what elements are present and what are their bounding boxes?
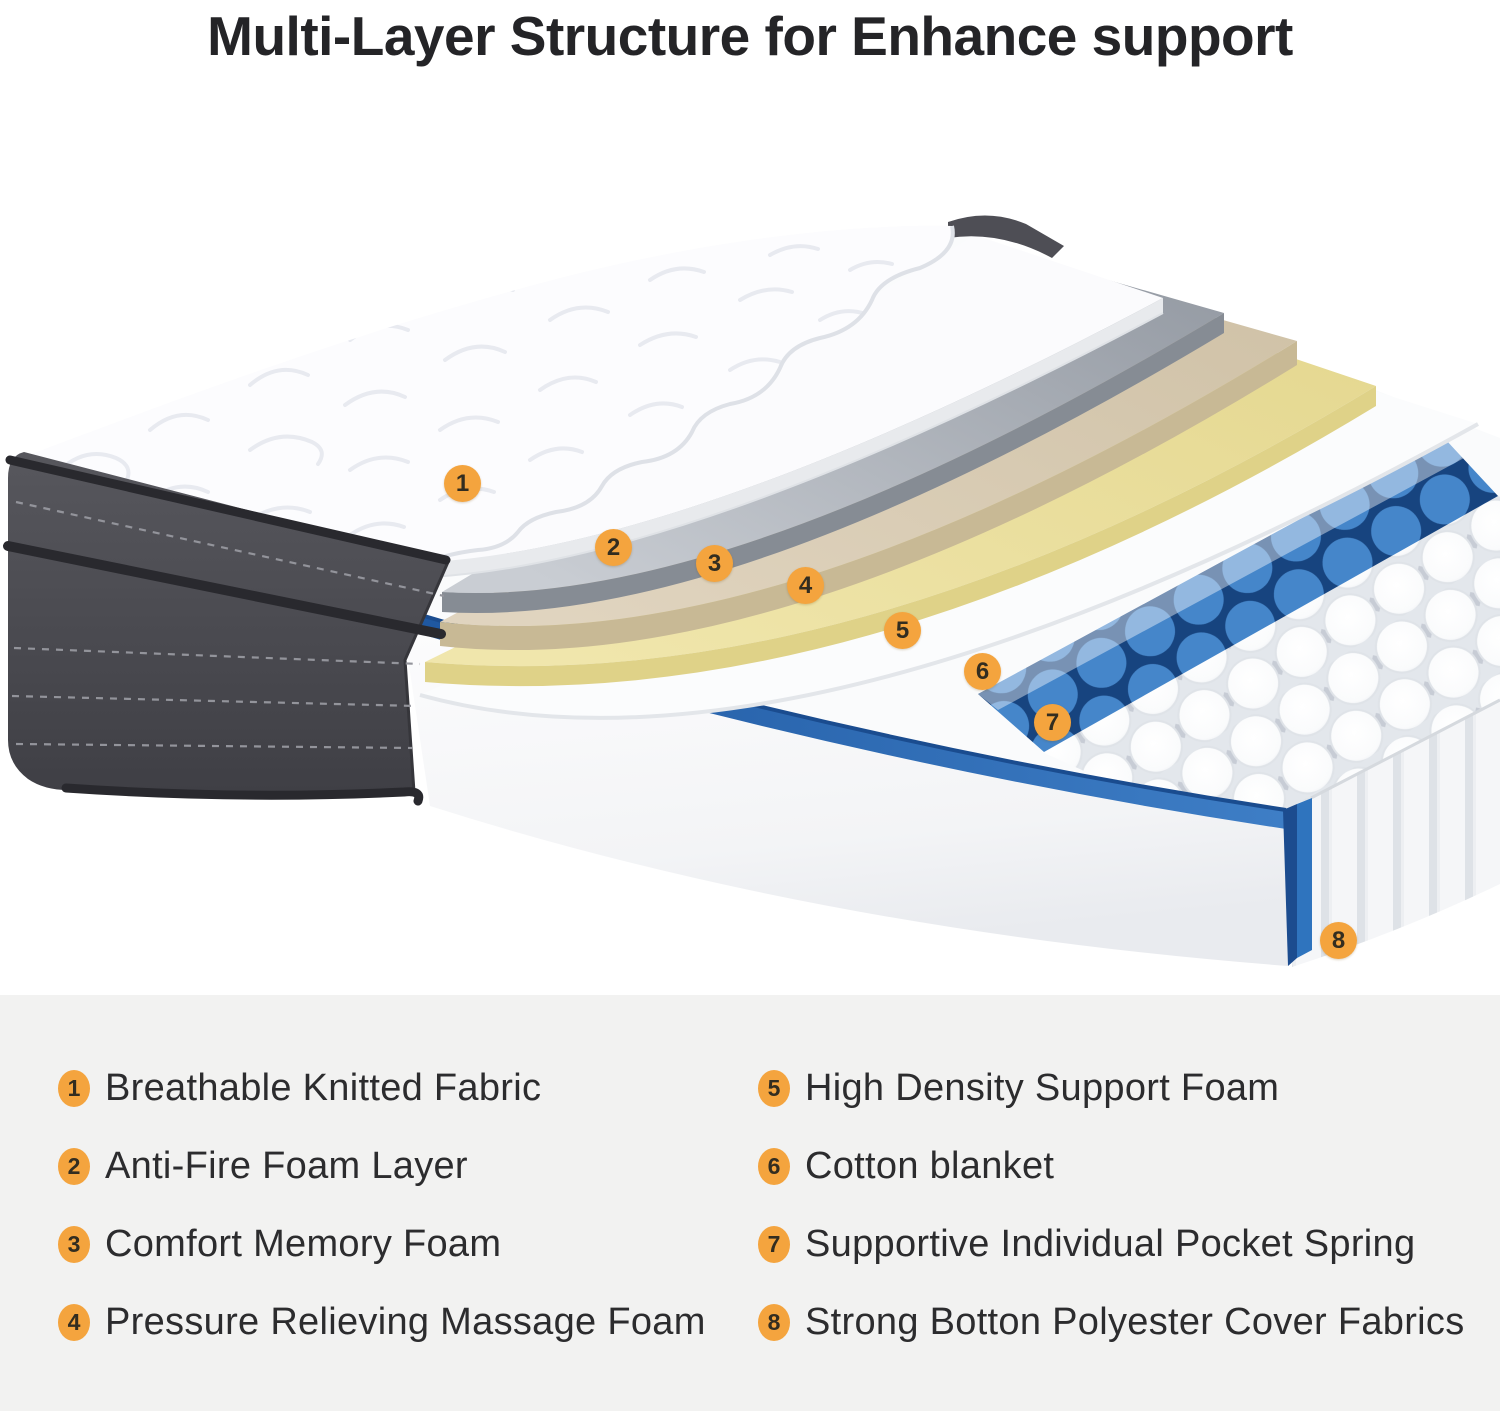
legend-badge-6: 6 xyxy=(758,1147,790,1185)
legend-item-7: 7 Supportive Individual Pocket Spring xyxy=(758,1221,1415,1267)
diagram-badge-2: 2 xyxy=(595,529,632,566)
legend-badge-4: 4 xyxy=(58,1303,90,1341)
legend-panel: 1 Breathable Knitted Fabric 2 Anti-Fire … xyxy=(0,995,1500,1411)
legend-badge-3: 3 xyxy=(58,1225,90,1263)
legend-label-1: Breathable Knitted Fabric xyxy=(105,1066,542,1109)
legend-item-4: 4 Pressure Relieving Massage Foam xyxy=(58,1299,706,1345)
layer-anti-fire-foam xyxy=(431,235,1164,578)
diagram-badge-4: 4 xyxy=(787,567,824,604)
legend-label-4: Pressure Relieving Massage Foam xyxy=(105,1300,706,1343)
legend-label-7: Supportive Individual Pocket Spring xyxy=(805,1222,1416,1265)
legend-item-8: 8 Strong Botton Polyester Cover Fabrics xyxy=(758,1299,1465,1345)
legend-badge-8: 8 xyxy=(758,1303,790,1341)
diagram-badge-7: 7 xyxy=(1034,704,1071,741)
diagram-badge-6: 6 xyxy=(964,653,1001,690)
legend-badge-7: 7 xyxy=(758,1225,790,1263)
legend-badge-5: 5 xyxy=(758,1069,790,1107)
legend-label-3: Comfort Memory Foam xyxy=(105,1222,502,1265)
legend-item-1: 1 Breathable Knitted Fabric xyxy=(58,1065,541,1111)
layer-quilted-top xyxy=(10,225,955,559)
legend-label-6: Cotton blanket xyxy=(805,1144,1055,1187)
legend-label-2: Anti-Fire Foam Layer xyxy=(105,1144,468,1187)
legend-label-8: Strong Botton Polyester Cover Fabrics xyxy=(805,1300,1465,1343)
legend-item-2: 2 Anti-Fire Foam Layer xyxy=(58,1143,468,1189)
legend-badge-1: 1 xyxy=(58,1069,90,1107)
legend-label-5: High Density Support Foam xyxy=(805,1066,1280,1109)
legend-item-3: 3 Comfort Memory Foam xyxy=(58,1221,501,1267)
side-fabric-panel xyxy=(3,452,451,806)
diagram-badge-1: 1 xyxy=(444,465,481,502)
diagram-badge-8: 8 xyxy=(1320,922,1357,959)
legend-item-5: 5 High Density Support Foam xyxy=(758,1065,1279,1111)
page-title: Multi-Layer Structure for Enhance suppor… xyxy=(207,5,1293,67)
legend-item-6: 6 Cotton blanket xyxy=(758,1143,1054,1189)
legend-badge-2: 2 xyxy=(58,1147,90,1185)
diagram-badge-3: 3 xyxy=(696,545,733,582)
zipper-corner xyxy=(948,215,1064,258)
diagram-badge-5: 5 xyxy=(884,612,921,649)
